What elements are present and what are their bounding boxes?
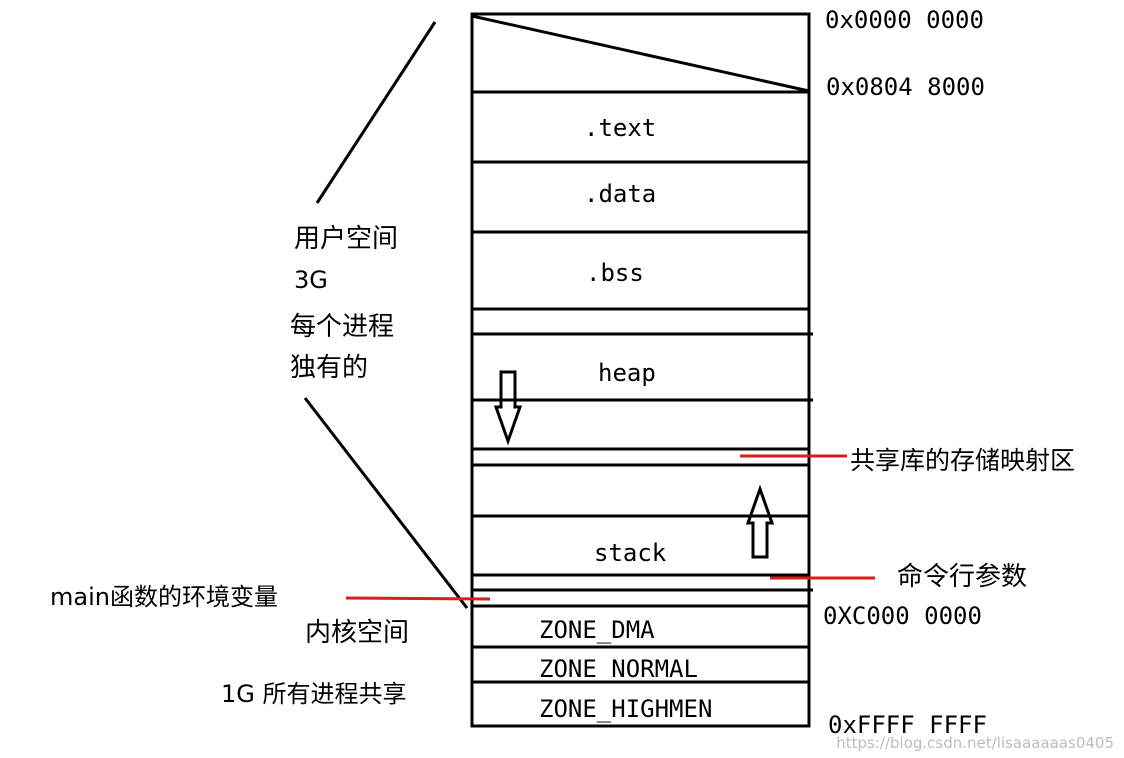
address-kernel-start: 0XC000 0000: [823, 602, 982, 630]
segment-label-zone-dma: ZONE_DMA: [539, 616, 655, 644]
address-start: 0x0000 0000: [825, 6, 984, 34]
segment-label-zone-normal: ZONE_NORMAL: [539, 655, 698, 683]
segment-label-data: .data: [584, 180, 657, 208]
main-env-pointer: [345, 596, 491, 601]
watermark-url: https://blog.csdn.net/lisaaaaaas0405: [836, 734, 1114, 752]
address-end: 0xFFFF FFFF: [828, 711, 987, 739]
annotation-kernel-space: 内核空间: [305, 618, 410, 648]
pointer-lines: [345, 454, 875, 601]
heap-growth-down-arrow: [493, 370, 523, 446]
address-text-start: 0x0804 8000: [826, 73, 985, 101]
user-space-bracket-line: [315, 21, 437, 204]
memory-block-outline: [470, 12, 811, 728]
segment-label-stack: stack: [594, 539, 667, 567]
segment-label-bss: .bss: [586, 259, 644, 287]
annotation-shared-lib: 共享库的存储映射区: [850, 446, 1076, 475]
kernel-boundary-bracket-line: [303, 397, 469, 609]
segment-label-heap: heap: [598, 359, 656, 387]
annotation-user-size: 3G: [294, 266, 328, 294]
annotation-exclusive: 独有的: [290, 353, 369, 383]
annotation-main-env: main函数的环境变量: [50, 583, 278, 611]
annotation-per-process: 每个进程: [290, 312, 395, 342]
annotation-user-space: 用户空间: [294, 224, 399, 254]
segment-separators: [472, 90, 813, 684]
segment-label-zone-highmen: ZONE_HIGHMEN: [539, 695, 713, 723]
stack-growth-up-arrow: [745, 484, 775, 559]
segment-label-text: .text: [584, 114, 657, 142]
reserved-region-diagonal: [471, 14, 810, 93]
annotation-kernel-shared: 1G 所有进程共享: [221, 680, 407, 708]
annotation-cmdline-args: 命令行参数: [897, 562, 1028, 592]
